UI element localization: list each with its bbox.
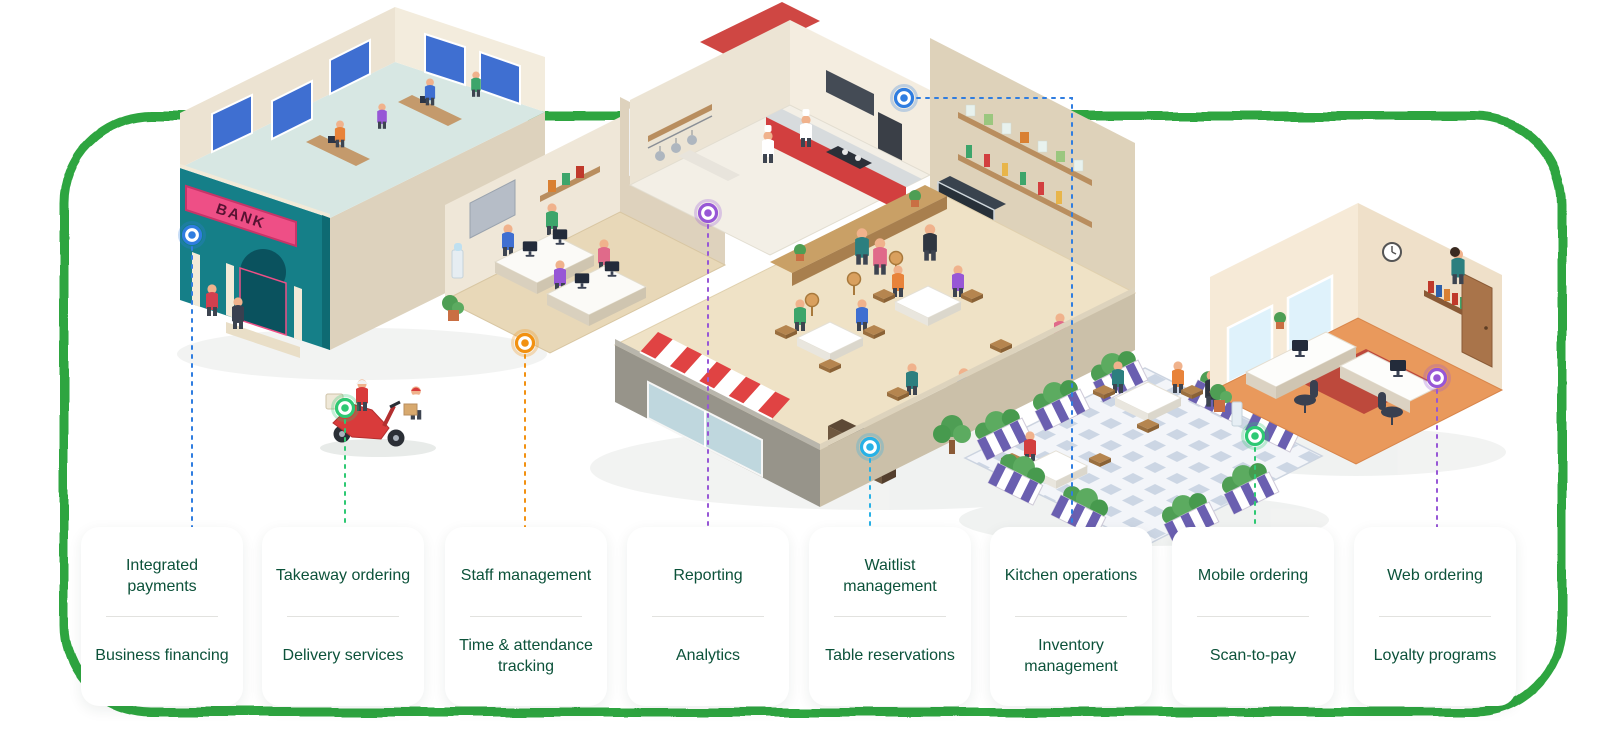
- connector-kitchen-operations: [890, 84, 1073, 528]
- chef-figure: [762, 125, 774, 163]
- connector-dot-staff-management: [511, 329, 539, 357]
- connector-web-ordering: [1423, 364, 1451, 528]
- dining-room-illustration: [613, 38, 1137, 507]
- chef-figure: [800, 109, 812, 147]
- office-manager-figure: [1450, 247, 1465, 285]
- connector-dot-web-ordering: [1423, 364, 1451, 392]
- connector-dot-waitlist-management: [856, 433, 884, 461]
- connector-takeaway-ordering: [331, 394, 359, 528]
- connector-dot-integrated-payments: [178, 221, 206, 249]
- connector-mobile-ordering: [1241, 422, 1269, 528]
- connector-dot-takeaway-ordering: [331, 394, 359, 422]
- awning: [639, 332, 790, 420]
- connector-dot-reporting: [694, 199, 722, 227]
- connector-waitlist-management: [856, 433, 884, 528]
- connector-dot-kitchen-operations: [890, 84, 918, 112]
- connector-integrated-payments: [178, 221, 206, 528]
- connector-line-kitchen-operations: [916, 97, 1073, 528]
- illustration-layer: BANK: [177, 2, 1506, 547]
- bank-building-illustration: BANK: [180, 7, 545, 358]
- connector-staff-management: [511, 329, 539, 528]
- connector-reporting: [694, 199, 722, 528]
- delivery-scooter-illustration: [320, 379, 436, 457]
- delivery-courier: [403, 386, 423, 420]
- connector-dot-mobile-ordering: [1241, 422, 1269, 450]
- admin-office-illustration: [1208, 203, 1504, 465]
